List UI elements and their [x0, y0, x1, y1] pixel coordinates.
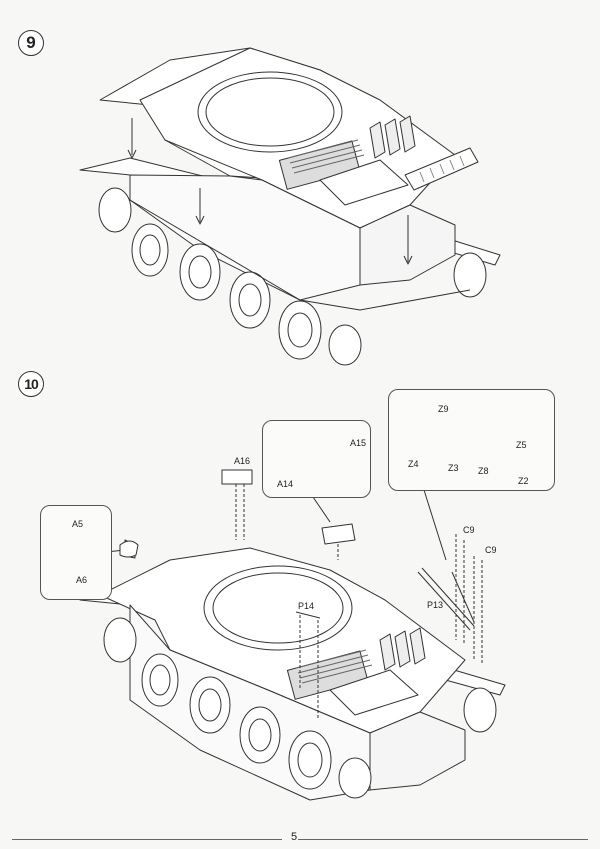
- step9-vehicle-illustration: [79, 47, 501, 366]
- page-footer: 5: [0, 825, 600, 849]
- part-label-z2: Z2: [518, 476, 529, 486]
- part-label-p13: P13: [427, 600, 444, 610]
- step-number-9: 9: [18, 30, 44, 56]
- part-label-a5: A5: [72, 519, 84, 529]
- page-number: 5: [291, 831, 298, 843]
- part-label-z4: Z4: [408, 459, 419, 469]
- part-label-c9-upper: C9: [463, 525, 475, 535]
- footer-rule-left: [12, 839, 282, 840]
- part-label-a16: A16: [234, 456, 251, 466]
- inset-box-z-parts: [388, 389, 555, 491]
- part-label-a14: A14: [277, 479, 294, 489]
- inset-box-a5-a6: [40, 505, 112, 600]
- step10-vehicle-illustration: [79, 469, 506, 801]
- part-label-c9-lower: C9: [485, 545, 497, 555]
- part-label-z9: Z9: [438, 404, 449, 414]
- part-label-z5: Z5: [516, 440, 527, 450]
- part-label-a15: A15: [350, 438, 367, 448]
- part-label-p14: P14: [298, 601, 315, 611]
- part-label-z3: Z3: [448, 463, 459, 473]
- part-label-z8: Z8: [478, 466, 489, 476]
- part-label-a6: A6: [76, 575, 88, 585]
- step-number-10: 10: [18, 371, 44, 397]
- inset-box-a14-a15: [262, 420, 371, 498]
- footer-rule-right: [298, 839, 588, 840]
